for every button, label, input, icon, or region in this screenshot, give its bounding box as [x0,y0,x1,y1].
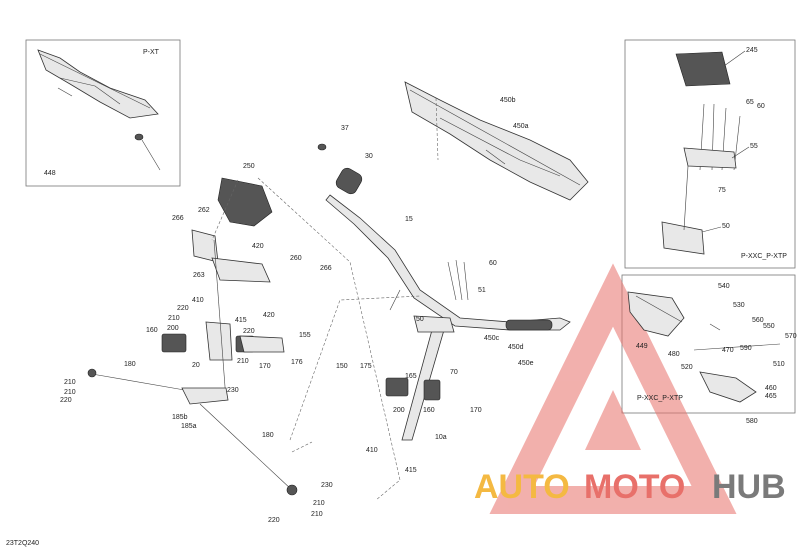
inset-label-pxt: P-XT [143,49,160,56]
callout-220-b: 220 [243,328,255,335]
callout-460: 460 [765,385,777,392]
callout-160-b: 160 [423,407,435,414]
callout-448: 448 [44,170,56,177]
callout-37: 37 [341,125,349,132]
callout-220-a: 220 [177,305,189,312]
watermark-part3: HUB [712,468,786,506]
callout-263: 263 [193,272,205,279]
inset-label-pxxc-bottom: P-XXC_P-XTP [637,395,683,402]
callout-20: 20 [192,362,200,369]
callout-180-a: 180 [124,361,136,368]
callout-580: 580 [746,418,758,425]
watermark-text: AUTO MOTO HUB [474,468,786,506]
grip-right [505,319,553,331]
callout-180-b: 180 [262,432,274,439]
watermark-triangle [489,263,737,514]
callout-210-e: 210 [313,500,325,507]
callout-60: 60 [757,103,765,110]
callout-210-f: 210 [311,511,323,518]
callout-30: 30 [365,153,373,160]
watermark-part1: AUTO [474,468,570,506]
callout-260: 260 [290,255,302,262]
callout-450e: 450e [518,360,534,367]
inset-box-pxt [25,39,181,187]
handguard-inset-bottom [627,291,781,403]
callout-210-d: 210 [64,389,76,396]
callout-465: 465 [765,393,777,400]
callout-266-a: 266 [172,215,184,222]
callout-262: 262 [198,207,210,214]
grip-left [335,167,363,195]
callout-200-a: 200 [167,325,179,332]
callout-210-c: 210 [64,379,76,386]
drawing-code: 23T2Q240 [6,540,39,547]
callout-415-b: 415 [405,467,417,474]
tie-rods [87,368,298,496]
callout-155: 155 [299,332,311,339]
callout-410-b: 410 [366,447,378,454]
callout-230-a: 230 [227,387,239,394]
callout-175: 175 [360,363,372,370]
callout-185a: 185a [181,423,197,430]
callout-60-main: 60 [489,260,497,267]
callout-50: 50 [722,223,730,230]
callout-160-a: 160 [146,327,158,334]
callout-75: 75 [718,187,726,194]
callout-10a: 10a [435,434,447,441]
callout-220-c: 220 [60,397,72,404]
callout-415-a: 415 [235,317,247,324]
callout-450b: 450b [500,97,516,104]
callout-450d: 450d [508,344,524,351]
handlebar [317,143,571,331]
callout-550: 550 [763,323,775,330]
callout-450c: 450c [484,335,500,342]
callout-220-d: 220 [268,517,280,524]
inset-label-pxxc-top: P-XXC_P-XTP [741,253,787,260]
callout-50-main: 50 [416,316,424,323]
callout-510: 510 [773,361,785,368]
callout-450a: 450a [513,123,529,130]
callout-15: 15 [405,216,413,223]
callout-449: 449 [636,343,648,350]
callout-165: 165 [405,373,417,380]
dashed-routing [211,97,439,501]
callout-51: 51 [478,287,486,294]
callout-420-b: 420 [263,312,275,319]
callout-230-b: 230 [321,482,333,489]
inset-box-pxxc-top [624,39,796,269]
callout-210-b: 210 [237,358,249,365]
callouts: P-XT 448 245 65 60 55 75 50 P-XXC_P-XTP … [6,47,797,547]
steering-column-left [161,177,285,401]
callout-245: 245 [746,47,758,54]
handguard-pxt [37,49,161,171]
callout-170-a: 170 [259,363,271,370]
callout-420-a: 420 [252,243,264,250]
callout-410-a: 410 [192,297,204,304]
callout-200-b: 200 [393,407,405,414]
callout-470: 470 [722,347,734,354]
callout-530: 530 [733,302,745,309]
callout-185b: 185b [172,414,188,421]
callout-150: 150 [336,363,348,370]
callout-540: 540 [718,283,730,290]
callout-266-b: 266 [320,265,332,272]
watermark-part2: MOTO [584,468,685,506]
handguard-main [404,81,589,201]
callout-170-b: 170 [470,407,482,414]
callout-570: 570 [785,333,797,340]
column-inset-top [661,51,741,255]
steering-post-center [385,259,469,441]
callout-560: 560 [752,317,764,324]
callout-250: 250 [243,163,255,170]
callout-210-a: 210 [168,315,180,322]
callout-590: 590 [740,345,752,352]
callout-480: 480 [668,351,680,358]
callout-520: 520 [681,364,693,371]
callout-65: 65 [746,99,754,106]
callout-176: 176 [291,359,303,366]
callout-70: 70 [450,369,458,376]
callout-55: 55 [750,143,758,150]
